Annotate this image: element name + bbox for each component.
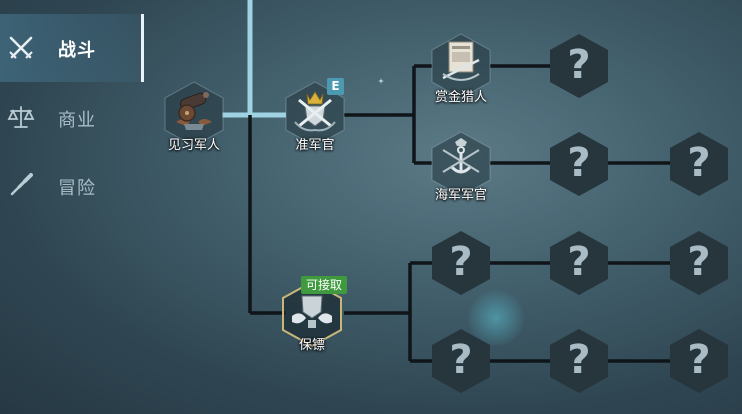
- specialty-badge: E: [327, 78, 344, 95]
- question-mark-icon: ?: [567, 140, 591, 186]
- shield-emblem-icon: [292, 295, 332, 328]
- question-mark-icon: ?: [449, 337, 473, 383]
- locked-node[interactable]: ?: [547, 327, 611, 395]
- naval-anchor-icon: [442, 138, 480, 174]
- sparkle-icon: [378, 78, 384, 84]
- locked-node[interactable]: ?: [547, 229, 611, 297]
- sidebar-item-combat[interactable]: 战斗: [0, 14, 144, 82]
- sidebar-item-label: 冒险: [58, 178, 96, 199]
- hexagon-frame: [670, 231, 728, 295]
- question-mark-icon: ?: [567, 239, 591, 285]
- question-mark-icon: ?: [687, 337, 711, 383]
- scales-icon: [7, 106, 35, 128]
- hexagon-frame: [432, 231, 490, 295]
- node-label: 海军军官: [434, 188, 487, 203]
- crossed-swords-icon: [9, 36, 33, 59]
- question-mark-icon: ?: [687, 140, 711, 186]
- category-sidebar: 战斗 商业 冒险: [0, 0, 144, 414]
- locked-node[interactable]: ?: [667, 327, 731, 395]
- hexagon-frame: [670, 132, 728, 196]
- node-bounty-hunter[interactable]: 赏金猎人: [429, 32, 493, 105]
- sidebar-item-label: 商业: [58, 110, 96, 131]
- node-naval-officer[interactable]: 海军军官: [429, 130, 493, 203]
- hexagon-frame: [550, 34, 608, 98]
- locked-node[interactable]: ?: [667, 229, 731, 297]
- cannon-icon: [176, 92, 212, 130]
- sidebar-item-adventure[interactable]: 冒险: [0, 152, 142, 220]
- question-mark-icon: ?: [567, 42, 591, 88]
- question-mark-icon: ?: [567, 337, 591, 383]
- question-mark-icon: ?: [449, 239, 473, 285]
- hexagon-frame: [550, 132, 608, 196]
- hexagon-frame: [550, 329, 608, 393]
- locked-node[interactable]: ?: [429, 229, 493, 297]
- locked-node[interactable]: ?: [667, 130, 731, 198]
- node-label: 保镖: [298, 338, 325, 353]
- node-warrant-officer[interactable]: 准军官: [283, 80, 347, 153]
- hexagon-frame: [432, 329, 490, 393]
- node-label: 见习军人: [167, 138, 220, 153]
- node-apprentice-soldier[interactable]: 见习军人: [162, 80, 226, 153]
- locked-node[interactable]: ?: [547, 130, 611, 198]
- locked-node[interactable]: ?: [429, 327, 493, 395]
- hexagon-frame: [550, 231, 608, 295]
- node-label: 赏金猎人: [434, 90, 487, 105]
- node-label: 准军官: [295, 138, 335, 153]
- sidebar-item-commerce[interactable]: 商业: [0, 84, 142, 152]
- ambient-glow: [468, 290, 524, 346]
- wanted-poster-icon: [442, 41, 480, 81]
- sidebar-item-label: 战斗: [58, 40, 96, 61]
- locked-node[interactable]: ?: [547, 32, 611, 100]
- crowned-swords-icon: [294, 91, 336, 132]
- node-bodyguard[interactable]: 保镖: [280, 280, 344, 353]
- hexagon-frame: [670, 329, 728, 393]
- spyglass-icon: [10, 173, 33, 196]
- available-status-badge: 可接取: [301, 276, 348, 294]
- question-mark-icon: ?: [687, 239, 711, 285]
